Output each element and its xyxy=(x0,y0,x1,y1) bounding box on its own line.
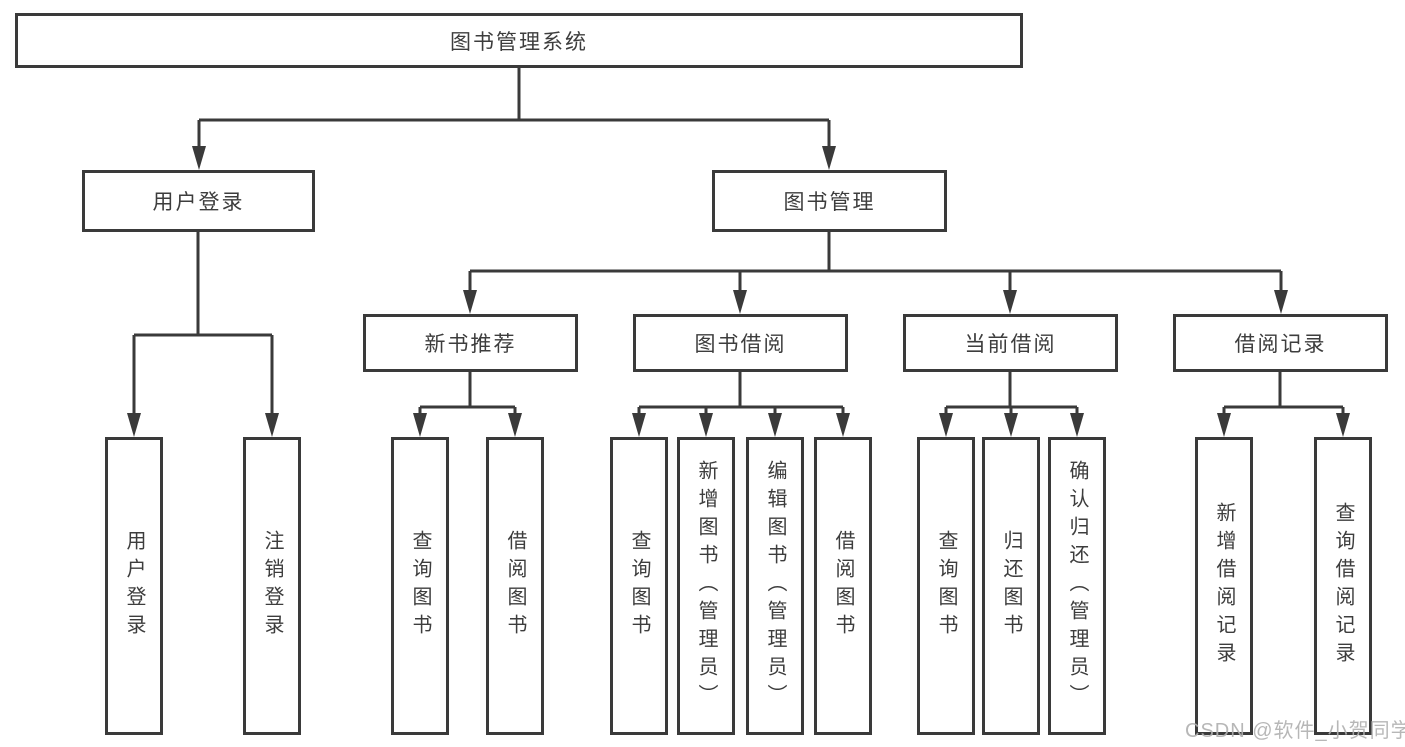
node-book-management: 图书管理 xyxy=(712,170,947,232)
arrow-down-icon xyxy=(1217,413,1231,437)
arrow-down-icon xyxy=(1070,413,1084,437)
connector-new-book-recommend xyxy=(418,372,517,415)
node-label: 查询图书 xyxy=(628,530,650,642)
node-label: 用户登录 xyxy=(123,530,145,642)
arrow-down-icon xyxy=(632,413,646,437)
node-leaf-query-books-current: 查询图书 xyxy=(917,437,975,735)
node-label: 借阅图书 xyxy=(504,530,526,642)
node-root-label: 图书管理系统 xyxy=(450,30,588,54)
node-label: 确认归还（管理员） xyxy=(1066,460,1088,712)
node-label: 新增图书（管理员） xyxy=(695,460,717,712)
node-new-book-recommend: 新书推荐 xyxy=(363,314,578,372)
node-label: 借阅图书 xyxy=(832,530,854,642)
node-label: 查询借阅记录 xyxy=(1332,502,1354,670)
connector-borrow-records xyxy=(1222,372,1345,415)
node-leaf-add-borrow-record: 新增借阅记录 xyxy=(1195,437,1253,735)
node-leaf-return-books: 归还图书 xyxy=(982,437,1040,735)
node-leaf-borrow-books: 借阅图书 xyxy=(814,437,872,735)
node-book-borrow: 图书借阅 xyxy=(633,314,848,372)
node-root-system: 图书管理系统 xyxy=(15,13,1023,68)
node-leaf-borrow-books-recommend: 借阅图书 xyxy=(486,437,544,735)
connector-book-management xyxy=(468,232,1283,292)
arrow-down-icon xyxy=(463,290,477,314)
node-user-login: 用户登录 xyxy=(82,170,315,232)
node-leaf-confirm-return-admin: 确认归还（管理员） xyxy=(1048,437,1106,735)
node-label: 注销登录 xyxy=(261,530,283,642)
node-leaf-query-borrow-record: 查询借阅记录 xyxy=(1314,437,1372,735)
arrow-down-icon xyxy=(192,146,206,170)
arrow-down-icon xyxy=(836,413,850,437)
connector-root xyxy=(197,68,831,148)
arrow-down-icon xyxy=(699,413,713,437)
arrow-down-icon xyxy=(508,413,522,437)
connector-book-borrow xyxy=(637,372,845,415)
arrow-down-icon xyxy=(265,413,279,437)
csdn-watermark: CSDN @软件_小贺同学 xyxy=(1185,720,1405,742)
node-leaf-edit-books-admin: 编辑图书（管理员） xyxy=(746,437,804,735)
node-label: 查询图书 xyxy=(935,530,957,642)
node-label: 用户登录 xyxy=(152,191,245,214)
arrow-down-icon xyxy=(1336,413,1350,437)
arrow-down-icon xyxy=(413,413,427,437)
arrow-down-icon xyxy=(1004,413,1018,437)
arrow-down-icon xyxy=(939,413,953,437)
node-borrow-records: 借阅记录 xyxy=(1173,314,1388,372)
node-label: 借阅记录 xyxy=(1234,333,1327,356)
arrow-down-icon xyxy=(127,413,141,437)
node-label: 图书借阅 xyxy=(694,333,787,356)
node-label: 编辑图书（管理员） xyxy=(764,460,786,712)
node-leaf-user-login: 用户登录 xyxy=(105,437,163,735)
arrow-down-icon xyxy=(1274,290,1288,314)
node-current-borrow: 当前借阅 xyxy=(903,314,1118,372)
node-label: 图书管理 xyxy=(783,191,876,214)
node-leaf-query-books-recommend: 查询图书 xyxy=(391,437,449,735)
arrow-down-icon xyxy=(733,290,747,314)
node-leaf-query-books-borrow: 查询图书 xyxy=(610,437,668,735)
arrow-down-icon xyxy=(768,413,782,437)
connector-current-borrow xyxy=(944,372,1079,415)
arrow-down-icon xyxy=(822,146,836,170)
connector-user-login xyxy=(132,232,274,415)
node-label: 查询图书 xyxy=(409,530,431,642)
node-label: 新书推荐 xyxy=(424,333,517,356)
arrow-down-icon xyxy=(1003,290,1017,314)
node-leaf-logout: 注销登录 xyxy=(243,437,301,735)
node-label: 新增借阅记录 xyxy=(1213,502,1235,670)
node-label: 归还图书 xyxy=(1000,530,1022,642)
node-label: 当前借阅 xyxy=(964,333,1057,356)
node-leaf-add-books-admin: 新增图书（管理员） xyxy=(677,437,735,735)
